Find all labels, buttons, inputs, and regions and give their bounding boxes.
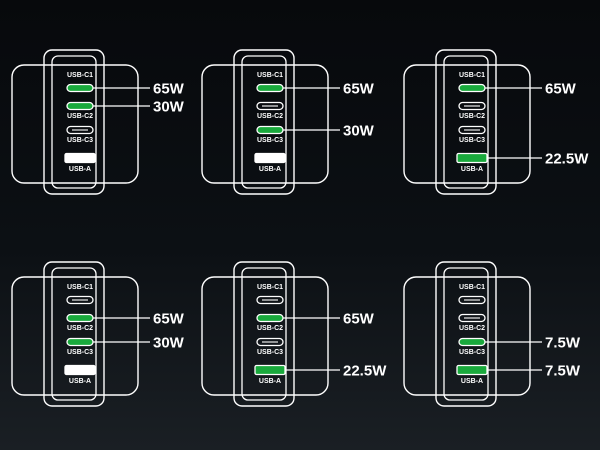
charger-spine-outline bbox=[43, 49, 105, 195]
power-output-label: 30W bbox=[343, 123, 375, 140]
power-output-label: 65W bbox=[153, 311, 185, 328]
charger-body-outline bbox=[201, 64, 329, 184]
power-output-label: 65W bbox=[545, 81, 577, 98]
power-output-label: 7.5W bbox=[545, 363, 581, 380]
usb-c2-port bbox=[66, 313, 94, 323]
port-label-usb-c3: USB-C3 bbox=[257, 137, 283, 144]
port-label-usb-a: USB-A bbox=[259, 378, 281, 385]
usb-c2-port bbox=[458, 101, 486, 111]
power-output-label: 65W bbox=[343, 81, 375, 98]
port-label-usb-c3: USB-C3 bbox=[67, 137, 93, 144]
port-panel-outline bbox=[241, 267, 287, 401]
usb-c3-port bbox=[458, 125, 486, 135]
port-label-usb-c3: USB-C3 bbox=[257, 349, 283, 356]
usb-a-port bbox=[456, 364, 488, 376]
power-output-label: 65W bbox=[153, 81, 185, 98]
usb-c3-port bbox=[66, 337, 94, 347]
charger-spine-outline bbox=[233, 49, 295, 195]
port-label-usb-c2: USB-C2 bbox=[67, 325, 93, 332]
power-output-label: 22.5W bbox=[545, 151, 589, 168]
power-output-label: 65W bbox=[343, 311, 375, 328]
usb-c1-port bbox=[66, 83, 94, 93]
usb-c3-port bbox=[458, 337, 486, 347]
port-panel-outline bbox=[51, 55, 97, 189]
port-label-usb-c2: USB-C2 bbox=[459, 113, 485, 120]
usb-c1-port bbox=[256, 83, 284, 93]
power-output-label: 30W bbox=[153, 335, 185, 352]
port-label-usb-c1: USB-C1 bbox=[67, 72, 93, 79]
port-label-usb-c1: USB-C1 bbox=[257, 284, 283, 291]
port-label-usb-c3: USB-C3 bbox=[67, 349, 93, 356]
port-label-usb-c2: USB-C2 bbox=[257, 325, 283, 332]
charger-spine-outline bbox=[43, 261, 105, 407]
usb-a-port bbox=[456, 152, 488, 164]
port-panel-outline bbox=[51, 267, 97, 401]
charger-body-outline bbox=[403, 64, 531, 184]
port-label-usb-a: USB-A bbox=[69, 166, 91, 173]
usb-a-port bbox=[254, 152, 286, 164]
usb-c2-port bbox=[66, 101, 94, 111]
usb-c1-port bbox=[66, 295, 94, 305]
port-label-usb-c1: USB-C1 bbox=[459, 72, 485, 79]
port-label-usb-a: USB-A bbox=[259, 166, 281, 173]
port-label-usb-c1: USB-C1 bbox=[67, 284, 93, 291]
port-label-usb-a: USB-A bbox=[461, 166, 483, 173]
usb-a-port bbox=[64, 364, 96, 376]
usb-c3-port bbox=[256, 125, 284, 135]
port-label-usb-c2: USB-C2 bbox=[67, 113, 93, 120]
port-label-usb-a: USB-A bbox=[461, 378, 483, 385]
port-label-usb-c1: USB-C1 bbox=[459, 284, 485, 291]
usb-a-port bbox=[64, 152, 96, 164]
port-label-usb-c1: USB-C1 bbox=[257, 72, 283, 79]
charger-body-outline bbox=[11, 64, 139, 184]
usb-c2-port bbox=[256, 313, 284, 323]
charger-spine-outline bbox=[435, 261, 497, 407]
charger-body-outline bbox=[201, 276, 329, 396]
usb-c1-port bbox=[256, 295, 284, 305]
charger-body-outline bbox=[11, 276, 139, 396]
usb-c1-port bbox=[458, 83, 486, 93]
power-output-label: 7.5W bbox=[545, 335, 581, 352]
port-panel-outline bbox=[241, 55, 287, 189]
usb-c2-port bbox=[256, 101, 284, 111]
port-panel-outline bbox=[443, 55, 489, 189]
usb-c1-port bbox=[458, 295, 486, 305]
charger-spine-outline bbox=[435, 49, 497, 195]
charger-spine-outline bbox=[233, 261, 295, 407]
usb-c2-port bbox=[458, 313, 486, 323]
port-label-usb-c3: USB-C3 bbox=[459, 349, 485, 356]
port-label-usb-a: USB-A bbox=[69, 378, 91, 385]
charger-body-outline bbox=[403, 276, 531, 396]
port-panel-outline bbox=[443, 267, 489, 401]
power-output-label: 22.5W bbox=[343, 363, 387, 380]
usb-c3-port bbox=[256, 337, 284, 347]
port-label-usb-c3: USB-C3 bbox=[459, 137, 485, 144]
usb-c3-port bbox=[66, 125, 94, 135]
port-label-usb-c2: USB-C2 bbox=[459, 325, 485, 332]
port-label-usb-c2: USB-C2 bbox=[257, 113, 283, 120]
usb-a-port bbox=[254, 364, 286, 376]
power-output-label: 30W bbox=[153, 99, 185, 116]
